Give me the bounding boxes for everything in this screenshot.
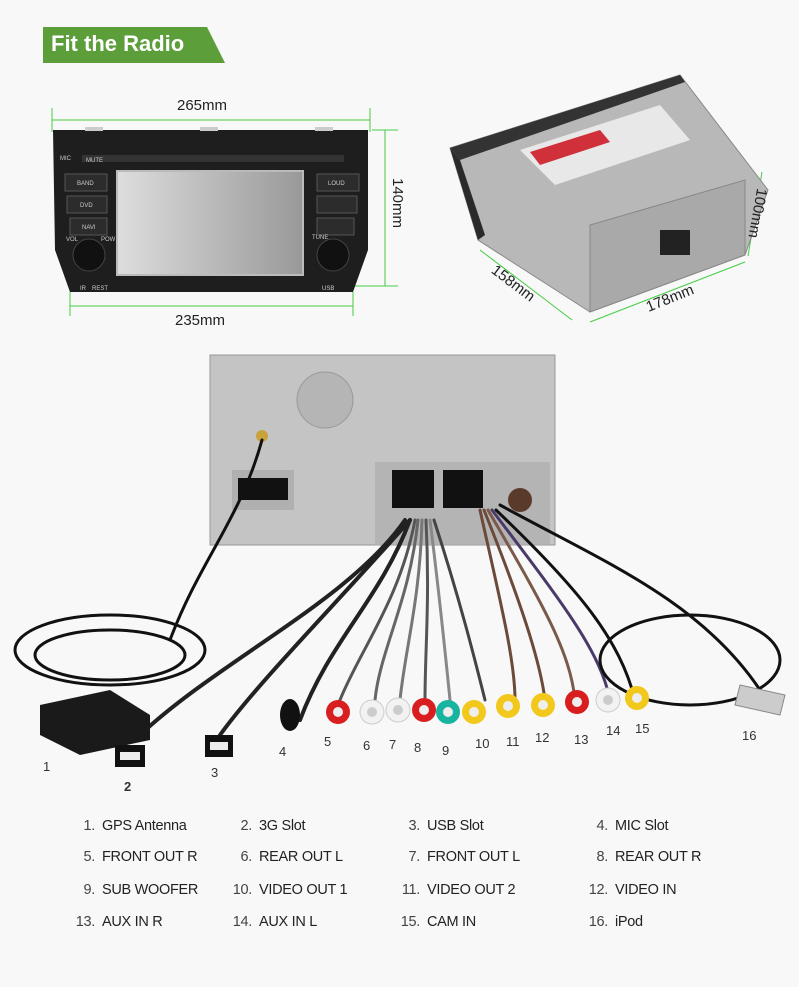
legend-label: REAR OUT R bbox=[615, 849, 702, 865]
callout-7: 7 bbox=[389, 737, 397, 752]
legend-label: USB Slot bbox=[427, 818, 484, 834]
callout-13: 13 bbox=[574, 732, 589, 747]
callout-1: 1 bbox=[43, 759, 51, 774]
legend-number: 15. bbox=[400, 914, 421, 930]
legend-number: 9. bbox=[83, 882, 96, 898]
legend-item: 6. REAR OUT L bbox=[230, 849, 344, 865]
legend-item: 10. VIDEO OUT 1 bbox=[230, 882, 348, 898]
legend-label: VIDEO OUT 1 bbox=[259, 882, 348, 898]
legend-label: AUX IN L bbox=[259, 914, 318, 930]
legend-number: 3. bbox=[408, 818, 421, 834]
legend-label: GPS Antenna bbox=[102, 818, 187, 834]
callout-3: 3 bbox=[211, 765, 219, 780]
legend-item: 16. iPod bbox=[586, 914, 643, 930]
cable-harness bbox=[13, 438, 782, 737]
legend-label: REAR OUT L bbox=[259, 849, 343, 865]
legend-number: 6. bbox=[240, 849, 253, 865]
legend-number: 11. bbox=[401, 882, 420, 898]
3g-usb-plug bbox=[115, 745, 145, 767]
mic-jack bbox=[280, 699, 300, 731]
legend-number: 16. bbox=[588, 914, 609, 930]
rest-label: REST bbox=[92, 286, 108, 292]
legend-item: 13. AUX IN R bbox=[73, 914, 163, 930]
legend-item: 1. GPS Antenna bbox=[73, 818, 187, 834]
legend-number: 1. bbox=[83, 818, 96, 834]
dvd-label: DVD bbox=[80, 203, 93, 209]
gps-antenna bbox=[40, 690, 150, 755]
callout-6: 6 bbox=[363, 738, 371, 753]
callout-11: 11 bbox=[506, 734, 520, 749]
legend-item: 14. AUX IN L bbox=[230, 914, 318, 930]
vol-label: VOL bbox=[66, 237, 79, 243]
legend-item: 7. FRONT OUT L bbox=[398, 849, 521, 865]
legend-item: 15. CAM IN bbox=[398, 914, 477, 930]
dim-front-width-top: 265mm bbox=[177, 97, 228, 114]
legend-label: VIDEO IN bbox=[615, 882, 677, 898]
usb-plug bbox=[205, 735, 233, 757]
radio-chassis-view bbox=[449, 74, 769, 313]
callout-12: 12 bbox=[535, 730, 550, 745]
volume-knob bbox=[72, 238, 106, 272]
legend-item: 4. MIC Slot bbox=[586, 818, 669, 834]
mute-label: MUTE bbox=[86, 158, 103, 164]
callout-16: 16 bbox=[742, 728, 757, 743]
dim-front-width-bottom: 235mm bbox=[175, 312, 226, 329]
callout-14: 14 bbox=[606, 723, 621, 738]
legend-label: SUB WOOFER bbox=[102, 882, 199, 898]
legend-label: MIC Slot bbox=[615, 818, 669, 834]
callout-8: 8 bbox=[414, 740, 422, 755]
pow-label: POW bbox=[101, 237, 116, 243]
legend-item: 12. VIDEO IN bbox=[586, 882, 677, 898]
loud-label: LOUD bbox=[328, 181, 345, 187]
callout-2: 2 bbox=[124, 779, 132, 794]
mic-label: MIC bbox=[60, 156, 72, 162]
legend-item: 11. VIDEO OUT 2 bbox=[398, 882, 516, 898]
legend-label: FRONT OUT R bbox=[102, 849, 198, 865]
callout-10: 10 bbox=[475, 736, 490, 751]
legend-item: 8. REAR OUT R bbox=[586, 849, 702, 865]
section-title-banner: Fit the Radio bbox=[43, 27, 225, 63]
tune-knob bbox=[316, 238, 350, 272]
callout-15: 15 bbox=[635, 721, 650, 736]
dim-front-height: 140mm bbox=[389, 178, 406, 229]
legend-item: 5. FRONT OUT R bbox=[73, 849, 198, 865]
rca-plugs bbox=[326, 686, 649, 725]
navi-label: NAVI bbox=[82, 225, 96, 231]
legend-number: 4. bbox=[596, 818, 609, 834]
callout-9: 9 bbox=[442, 743, 450, 758]
legend-label: 3G Slot bbox=[259, 818, 306, 834]
band-label: BAND bbox=[77, 181, 94, 187]
legend-number: 2. bbox=[240, 818, 253, 834]
legend-label: FRONT OUT L bbox=[427, 849, 520, 865]
callout-5: 5 bbox=[324, 734, 332, 749]
ipod-connector bbox=[734, 684, 786, 716]
legend-item: 2. 3G Slot bbox=[230, 818, 306, 834]
legend-number: 8. bbox=[596, 849, 609, 865]
legend-number: 7. bbox=[408, 849, 421, 865]
ir-label: IR bbox=[80, 286, 87, 292]
legend-item: 9. SUB WOOFER bbox=[73, 882, 199, 898]
tune-label: TUNE bbox=[312, 235, 328, 241]
radio-front-panel: MIC MUTE BAND DVD NAVI VOL POW LOUD TUNE… bbox=[53, 127, 368, 292]
legend-number: 10. bbox=[232, 882, 253, 898]
radio-screen bbox=[118, 172, 302, 274]
callout-4: 4 bbox=[279, 744, 287, 759]
legend-label: CAM IN bbox=[427, 914, 476, 930]
legend-label: iPod bbox=[615, 914, 643, 930]
legend-label: VIDEO OUT 2 bbox=[427, 882, 516, 898]
connectors bbox=[40, 684, 786, 767]
legend-item: 3. USB Slot bbox=[398, 818, 484, 834]
legend-number: 12. bbox=[588, 882, 609, 898]
legend-number: 5. bbox=[83, 849, 96, 865]
legend-label: AUX IN R bbox=[102, 914, 163, 930]
legend-number: 14. bbox=[232, 914, 253, 930]
legend-number: 13. bbox=[75, 914, 96, 930]
usb-label: USB bbox=[322, 286, 334, 292]
